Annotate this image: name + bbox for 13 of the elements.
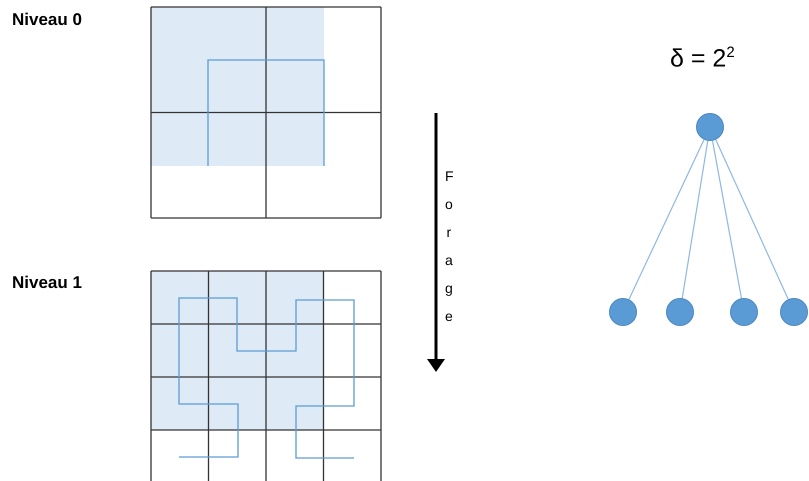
tree-edge — [715, 140, 789, 300]
formula-label: δ = 2$^{2}$ — [670, 44, 735, 74]
circle-node — [609, 298, 637, 326]
tree-edge — [628, 139, 705, 300]
circle-node — [780, 298, 808, 326]
circle-node — [730, 298, 758, 326]
tree-edge — [682, 140, 708, 298]
level-label: Niveau 0 — [12, 10, 82, 30]
arrow-label: Forage — [445, 167, 453, 326]
circle-node — [666, 298, 694, 326]
level-label: Niveau 1 — [12, 273, 82, 293]
circle-node — [696, 113, 724, 141]
tree-edge — [712, 140, 742, 298]
